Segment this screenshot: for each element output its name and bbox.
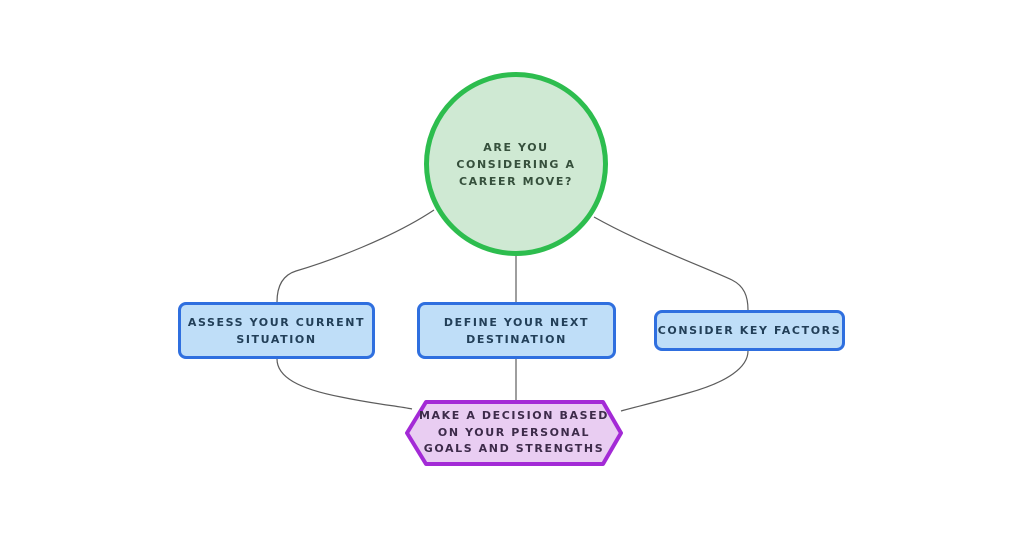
node-decision-label: MAKE A DECISION BASED ON YOUR PERSONAL G… [419, 409, 609, 456]
node-factors-label: CONSIDER KEY FACTORS [657, 324, 842, 337]
node-assess-label: ASSESS YOUR CURRENT SITUATION [187, 315, 366, 346]
node-question-label: ARE YOU CONSIDERING A CAREER MOVE? [456, 140, 576, 188]
node-decision-hexagon: MAKE A DECISION BASED ON YOUR PERSONAL G… [402, 398, 626, 468]
node-define-rectangle: DEFINE YOUR NEXT DESTINATION [417, 302, 616, 359]
edge-assess-decision [276, 358, 413, 410]
node-question-circle: ARE YOU CONSIDERING A CAREER MOVE? [424, 72, 608, 256]
edge-question-assess [276, 209, 435, 303]
edge-question-factors [593, 216, 749, 311]
node-assess-rectangle: ASSESS YOUR CURRENT SITUATION [178, 302, 375, 359]
edge-factors-decision [620, 350, 749, 412]
node-define-label: DEFINE YOUR NEXT DESTINATION [443, 315, 590, 346]
hexagon-shape [405, 400, 623, 466]
node-factors-rectangle: CONSIDER KEY FACTORS [654, 310, 845, 351]
